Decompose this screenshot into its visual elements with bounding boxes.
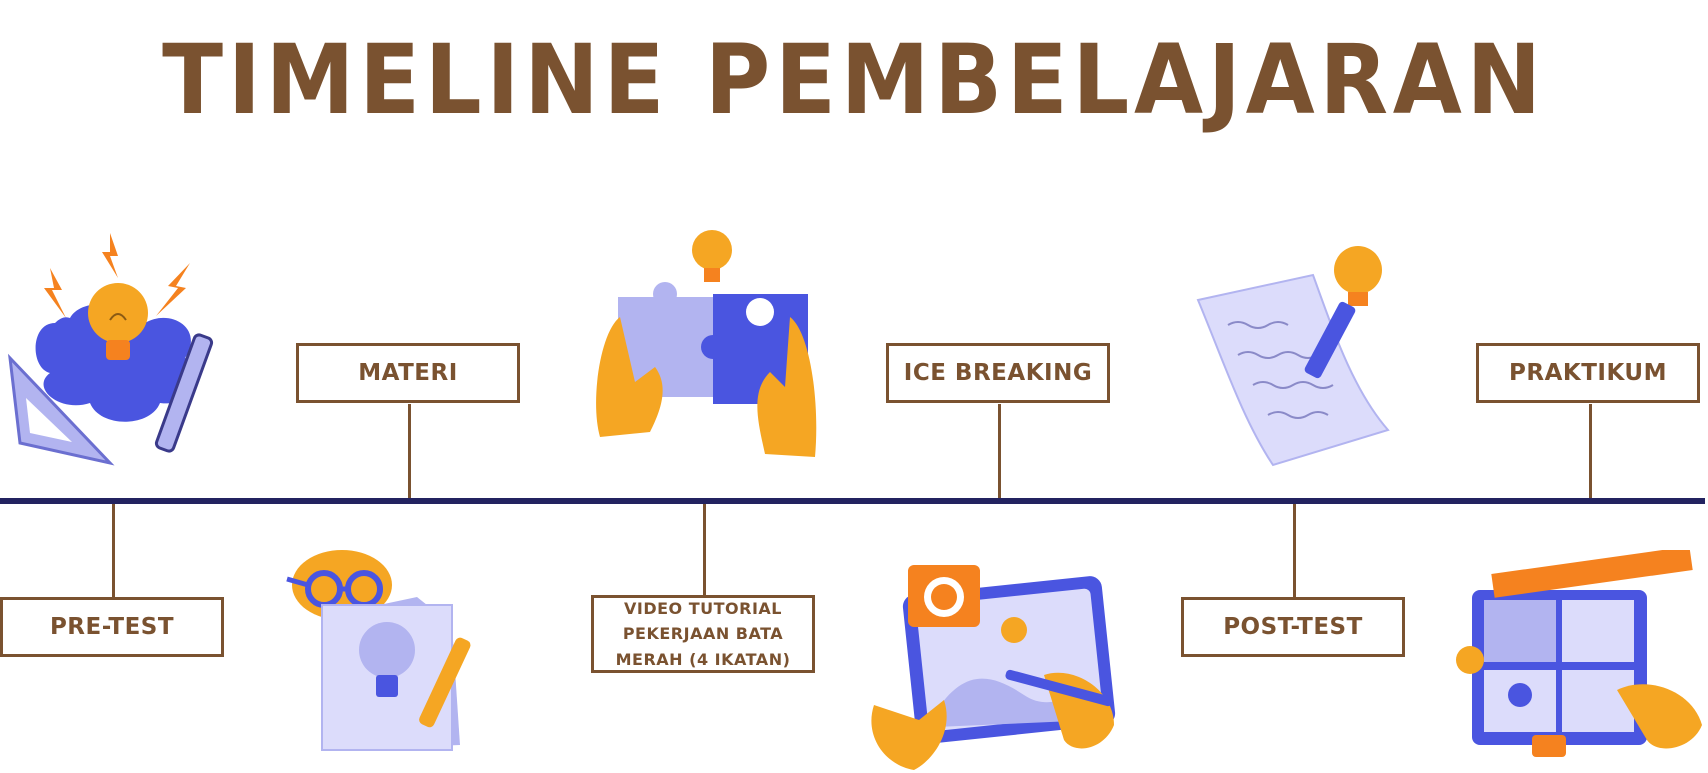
puzzle-hands-icon bbox=[596, 230, 817, 457]
step-post-test: POST-TEST bbox=[1181, 597, 1405, 657]
lightbulb-document-icon bbox=[286, 550, 471, 751]
timeline-axis bbox=[0, 498, 1705, 504]
connector-materi bbox=[408, 404, 411, 498]
step-pre-test: PRE-TEST bbox=[0, 597, 224, 657]
tablet-drawing-icon bbox=[871, 565, 1116, 770]
connector-ice-breaking bbox=[998, 404, 1001, 498]
connector-pre-test bbox=[112, 504, 115, 598]
document-pencil-icon bbox=[1196, 246, 1390, 467]
connector-video-tutorial bbox=[703, 504, 706, 596]
step-praktikum: PRAKTIKUM bbox=[1476, 343, 1700, 403]
clipboard-ruler-icon bbox=[1456, 550, 1702, 757]
connector-post-test bbox=[1293, 504, 1296, 598]
page-title: TIMELINE PEMBELAJARAN bbox=[162, 24, 1546, 136]
brain-lightbulb-icon bbox=[7, 233, 214, 466]
step-materi: MATERI bbox=[296, 343, 520, 403]
step-video-tutorial: VIDEO TUTORIAL PEKERJAAN BATA MERAH (4 I… bbox=[591, 595, 815, 673]
step-ice-breaking: ICE BREAKING bbox=[886, 343, 1110, 403]
connector-praktikum bbox=[1589, 404, 1592, 498]
